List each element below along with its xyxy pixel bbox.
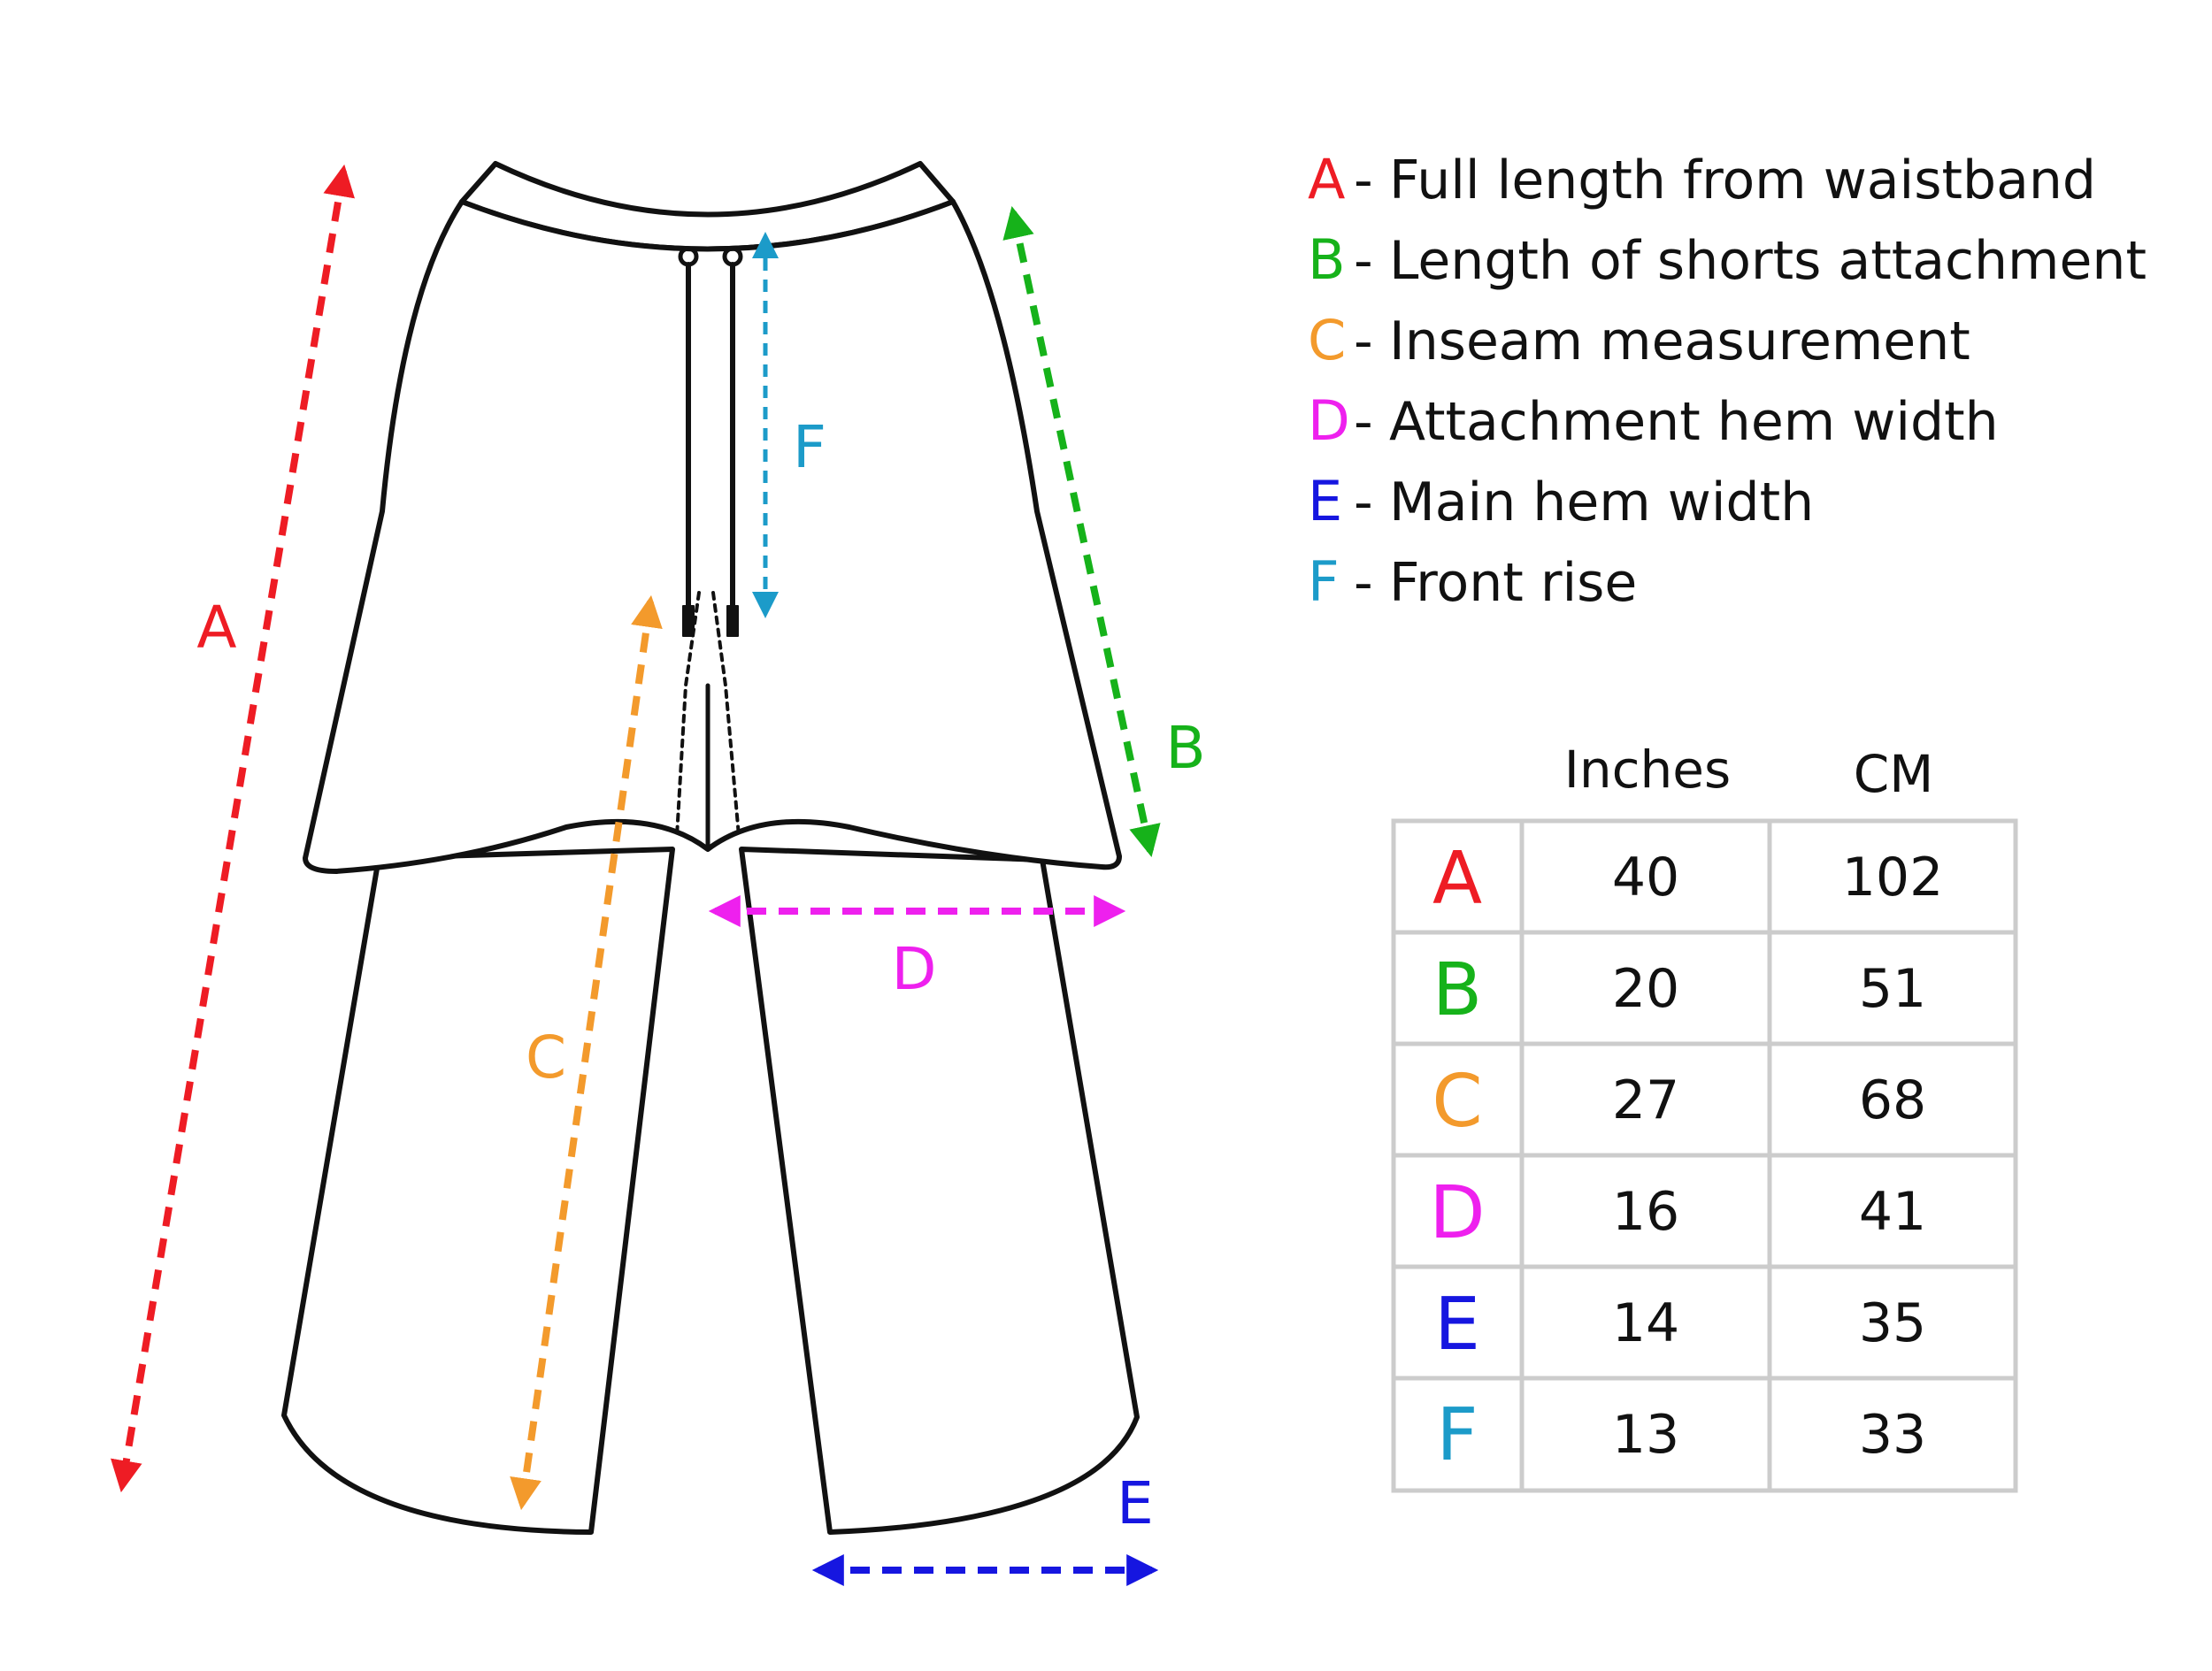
table-row-key: A — [1432, 837, 1482, 921]
table-row-key: F — [1436, 1393, 1478, 1477]
arrow-B-shorts-length — [1002, 205, 1161, 858]
legend-item-A: A - Full length from waistband — [1308, 147, 2096, 211]
legend-text: Length of shorts attachment — [1389, 230, 2147, 292]
table-header-inches: Inches — [1564, 740, 1731, 800]
dim-label-C: C — [526, 1023, 566, 1092]
table-cell-cm: 33 — [1859, 1404, 1926, 1466]
dim-label-E: E — [1117, 1469, 1154, 1537]
legend-item-E: E - Main hem width — [1308, 469, 1814, 533]
table-grid — [1391, 818, 2018, 1493]
legend-text: Front rise — [1389, 552, 1637, 614]
table-cell-inches: 14 — [1612, 1292, 1679, 1354]
table-row: A 40 102 — [1432, 837, 1943, 921]
table-row: D 16 41 — [1429, 1171, 1926, 1255]
table-cell-inches: 20 — [1612, 958, 1679, 1020]
arrow-C-inseam — [510, 594, 663, 1511]
legend-separator: - — [1354, 391, 1373, 453]
table-row-key: D — [1429, 1171, 1485, 1255]
table-row-key: B — [1432, 948, 1482, 1032]
dim-label-F: F — [793, 413, 826, 481]
table-cell-cm: 51 — [1859, 958, 1926, 1020]
table-row: E 14 35 — [1434, 1283, 1926, 1367]
legend-key: A — [1308, 147, 1345, 211]
left-trouser-leg — [281, 847, 675, 1535]
legend-key: E — [1308, 469, 1342, 533]
legend-text: Inseam measurement — [1389, 310, 1970, 372]
measurement-arrows — [111, 164, 1161, 1586]
legend-separator: - — [1354, 552, 1373, 614]
legend-text: Main hem width — [1389, 471, 1814, 533]
dim-label-A: A — [196, 594, 236, 662]
table-cell-inches: 13 — [1612, 1404, 1679, 1466]
dim-label-D: D — [892, 935, 937, 1003]
table-row: C 27 68 — [1432, 1060, 1926, 1144]
legend-text: Attachment hem width — [1389, 391, 1999, 453]
table-cell-cm: 41 — [1859, 1181, 1926, 1243]
shorts-attachment-outline — [303, 199, 1122, 874]
legend-key: F — [1308, 549, 1340, 614]
table-header-cm: CM — [1854, 744, 1934, 804]
table-cell-cm: 102 — [1842, 847, 1944, 908]
right-trouser-leg — [739, 847, 1140, 1535]
legend-item-F: F - Front rise — [1308, 549, 1637, 614]
table-cell-inches: 27 — [1612, 1069, 1679, 1131]
legend: A - Full length from waistband B - Lengt… — [1308, 147, 2147, 614]
measurement-table: Inches CM A 40 102 B 20 51 C 27 68 — [1391, 740, 2018, 1493]
legend-separator: - — [1354, 149, 1373, 211]
legend-item-B: B - Length of shorts attachment — [1308, 227, 2147, 292]
drawstring-tip-left — [682, 605, 695, 637]
legend-separator: - — [1354, 471, 1373, 533]
crotch-seam-right — [711, 591, 741, 838]
dimension-labels: A B C D E F — [196, 413, 1205, 1537]
table-cell-cm: 35 — [1859, 1292, 1926, 1354]
table-cell-inches: 16 — [1612, 1181, 1679, 1243]
legend-separator: - — [1354, 230, 1373, 292]
table-row-key: C — [1432, 1060, 1482, 1144]
trousers-illustration — [281, 161, 1140, 1535]
legend-item-C: C - Inseam measurement — [1308, 308, 1970, 372]
dim-label-B: B — [1165, 714, 1205, 782]
legend-item-D: D - Attachment hem width — [1308, 388, 1999, 453]
table-row: B 20 51 — [1432, 948, 1926, 1032]
table-cell-inches: 40 — [1612, 847, 1679, 908]
table-row-key: E — [1434, 1283, 1480, 1367]
legend-key: D — [1308, 388, 1350, 453]
table-row: F 13 33 — [1436, 1393, 1926, 1477]
drawstring-tip-right — [726, 605, 739, 637]
legend-separator: - — [1354, 310, 1373, 372]
legend-key: C — [1308, 308, 1346, 372]
table-cell-cm: 68 — [1859, 1069, 1926, 1131]
legend-text: Full length from waistband — [1389, 149, 2096, 211]
legend-key: B — [1308, 227, 1346, 292]
